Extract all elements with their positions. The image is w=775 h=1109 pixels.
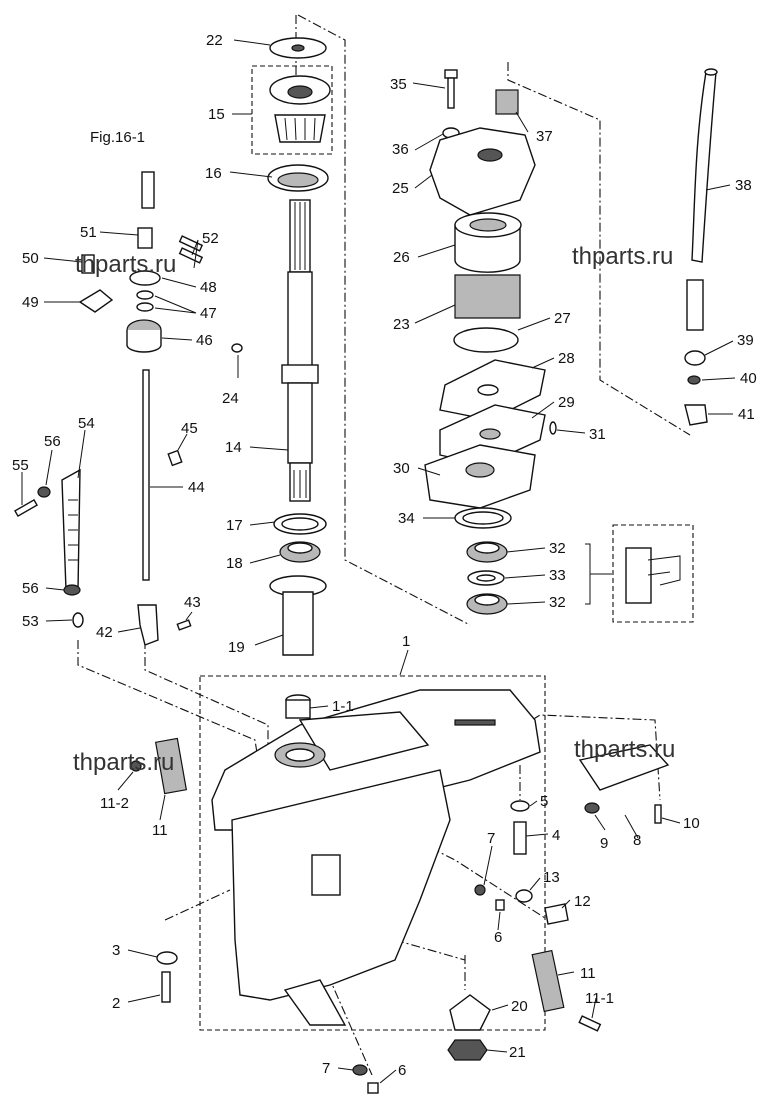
part-label-56-upper: 56 [44,433,61,450]
gearcase-housing [199,675,546,1031]
part-label-53: 53 [22,613,39,630]
watermark-1: thparts.ru [75,251,176,278]
part-label-32-lower: 32 [549,594,566,611]
part-label-9: 9 [600,835,608,852]
part-label-3: 3 [112,942,120,959]
part-label-51: 51 [80,224,97,241]
part-label-42: 42 [96,624,113,641]
part-label-5: 5 [540,793,548,810]
watermark-2: thparts.ru [572,243,673,270]
watermarks: thparts.ru thparts.ru thparts.ru thparts… [73,243,675,776]
part-label-2: 2 [112,995,120,1012]
part-label-41: 41 [738,406,755,423]
part-label-23: 23 [393,316,410,333]
part-label-8: 8 [633,832,641,849]
part-label-29: 29 [558,394,575,411]
part-label-11-lower: 11 [580,965,596,982]
part-label-46: 46 [196,332,213,349]
part-label-40: 40 [740,370,757,387]
part-label-1-1: 1-1 [332,698,354,715]
part-label-20: 20 [511,998,528,1015]
shift-linkage [14,171,204,646]
part-label-27: 27 [554,310,571,327]
part-label-34: 34 [398,510,415,527]
part-label-21: 21 [509,1044,526,1061]
part-label-50: 50 [22,250,39,267]
part-label-19: 19 [228,639,245,656]
watermark-3: thparts.ru [73,749,174,776]
part-label-48: 48 [200,279,217,296]
part-label-26: 26 [393,249,410,266]
part-label-11-1: 11-1 [585,990,614,1007]
part-label-56-lower: 56 [22,580,39,597]
alignment-lines [77,14,691,1076]
part-label-37: 37 [536,128,553,145]
part-label-6-lower: 6 [398,1062,406,1079]
part-label-24: 24 [222,390,239,407]
part-label-25: 25 [392,180,409,197]
part-label-33: 33 [549,567,566,584]
leader-lines [21,39,736,1084]
part-label-43: 43 [184,594,201,611]
part-label-38: 38 [735,177,752,194]
bearing-stack [466,524,694,623]
part-label-36: 36 [392,141,409,158]
part-label-28: 28 [558,350,575,367]
part-label-31: 31 [589,426,606,443]
watermark-4: thparts.ru [574,736,675,763]
part-label-55: 55 [12,457,29,474]
part-label-39: 39 [737,332,754,349]
part-label-6-upper: 6 [494,929,502,946]
part-label-35: 35 [390,76,407,93]
part-label-11-2: 11-2 [100,795,129,812]
part-label-14: 14 [225,439,242,456]
driveshaft-stack [231,37,333,719]
part-label-1: 1 [402,633,410,650]
part-label-7-lower: 7 [322,1060,330,1077]
part-label-54: 54 [78,415,95,432]
figure-reference: Fig.16-1 [90,129,145,146]
part-label-52: 52 [202,230,219,247]
part-label-11-upper: 11 [152,822,168,839]
part-label-7-upper: 7 [487,830,495,847]
part-label-47: 47 [200,305,217,322]
part-label-15: 15 [208,106,225,123]
part-label-30: 30 [393,460,410,477]
part-labels: 22 15 16 24 14 17 18 19 35 36 37 25 26 2… [12,32,757,1079]
part-label-44: 44 [188,479,205,496]
lower-hardware [130,737,670,1094]
part-label-32-upper: 32 [549,540,566,557]
part-label-16: 16 [205,165,222,182]
part-label-12: 12 [574,893,591,910]
part-label-4: 4 [552,827,560,844]
part-label-10: 10 [683,815,700,832]
part-label-22: 22 [206,32,223,49]
part-label-45: 45 [181,420,198,437]
water-tube [684,68,718,426]
part-label-13: 13 [543,869,560,886]
part-label-17: 17 [226,517,243,534]
water-pump-assembly [424,69,557,529]
part-label-49: 49 [22,294,39,311]
part-label-18: 18 [226,555,243,572]
